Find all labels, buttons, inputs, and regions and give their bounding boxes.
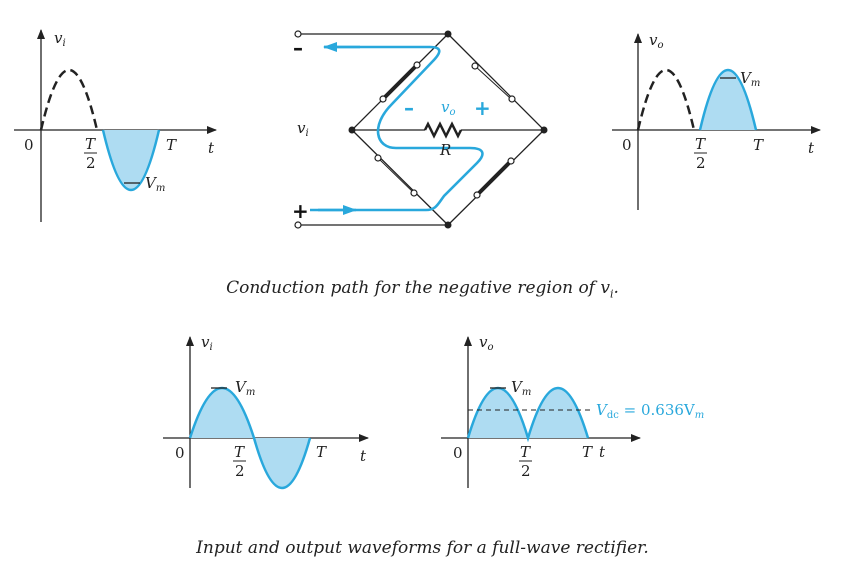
vo-axis-label: vo — [649, 31, 664, 51]
diode-switch-2 — [475, 159, 513, 197]
circuit-vi-label: vi — [297, 119, 309, 139]
vm-label: Vm — [740, 69, 760, 89]
half-period-num: T — [85, 135, 96, 153]
half-period-num: T — [520, 443, 531, 461]
terminal — [294, 221, 302, 229]
resistor — [423, 121, 463, 139]
dashed-first-half — [636, 68, 696, 131]
vo-minus-label: – — [404, 96, 414, 120]
rectified-curve — [466, 387, 590, 443]
vm-label: Vm — [511, 378, 531, 398]
period-label: T — [582, 443, 593, 461]
node — [348, 126, 356, 134]
vo-axis-label: vo — [479, 333, 494, 353]
dashed-positive-half — [39, 68, 99, 131]
resistor-label: R — [439, 141, 451, 159]
top-output-waveform: vo 0 T 2 T t Vm — [612, 31, 821, 210]
period-label: T — [753, 136, 764, 154]
vo-label: vo — [441, 98, 456, 118]
vdc-equation: Vdc = 0.636Vm — [596, 401, 704, 421]
conduction-path — [310, 45, 484, 212]
origin-label: 0 — [24, 136, 34, 154]
vm-label: Vm — [235, 378, 255, 398]
node — [444, 221, 452, 229]
half-period-den: 2 — [235, 462, 245, 480]
node — [540, 126, 548, 134]
half-period-den: 2 — [521, 462, 531, 480]
half-period-den: 2 — [86, 154, 96, 172]
bottom-caption: Input and output waveforms for a full-wa… — [196, 538, 649, 558]
node — [444, 30, 452, 38]
half-period-num: T — [234, 443, 245, 461]
output-half — [698, 68, 758, 131]
vi-label: vi — [201, 333, 213, 353]
bridge-circuit: – + vi – vo + R — [292, 30, 548, 229]
top-input-waveform: vi 0 T 2 T t Vm — [14, 29, 217, 222]
bottom-input-waveform: vi 0 T 2 T t Vm — [163, 333, 369, 489]
vo-plus-label: + — [474, 96, 491, 120]
t-label: t — [599, 443, 606, 461]
diode-switch-1 — [381, 63, 419, 101]
half-period-den: 2 — [696, 154, 706, 172]
plus-terminal-label: + — [292, 199, 309, 223]
origin-label: 0 — [175, 444, 185, 462]
vi-label: vi — [54, 29, 66, 49]
period-label: T — [316, 443, 327, 461]
terminal — [294, 30, 302, 38]
t-label: t — [808, 139, 815, 157]
half-period-num: T — [695, 135, 706, 153]
negative-half — [101, 129, 161, 192]
vm-label: Vm — [145, 174, 165, 194]
origin-label: 0 — [622, 136, 632, 154]
top-caption: Conduction path for the negative region … — [226, 278, 619, 301]
output-fill — [468, 388, 588, 438]
bottom-output-waveform: vo 0 T 2 T t Vm Vdc = 0.636Vm — [441, 333, 704, 488]
period-label: T — [166, 136, 177, 154]
minus-terminal-label: – — [293, 36, 303, 60]
t-label: t — [360, 447, 367, 465]
sine-curve — [188, 387, 312, 489]
t-label: t — [208, 139, 215, 157]
origin-label: 0 — [453, 444, 463, 462]
